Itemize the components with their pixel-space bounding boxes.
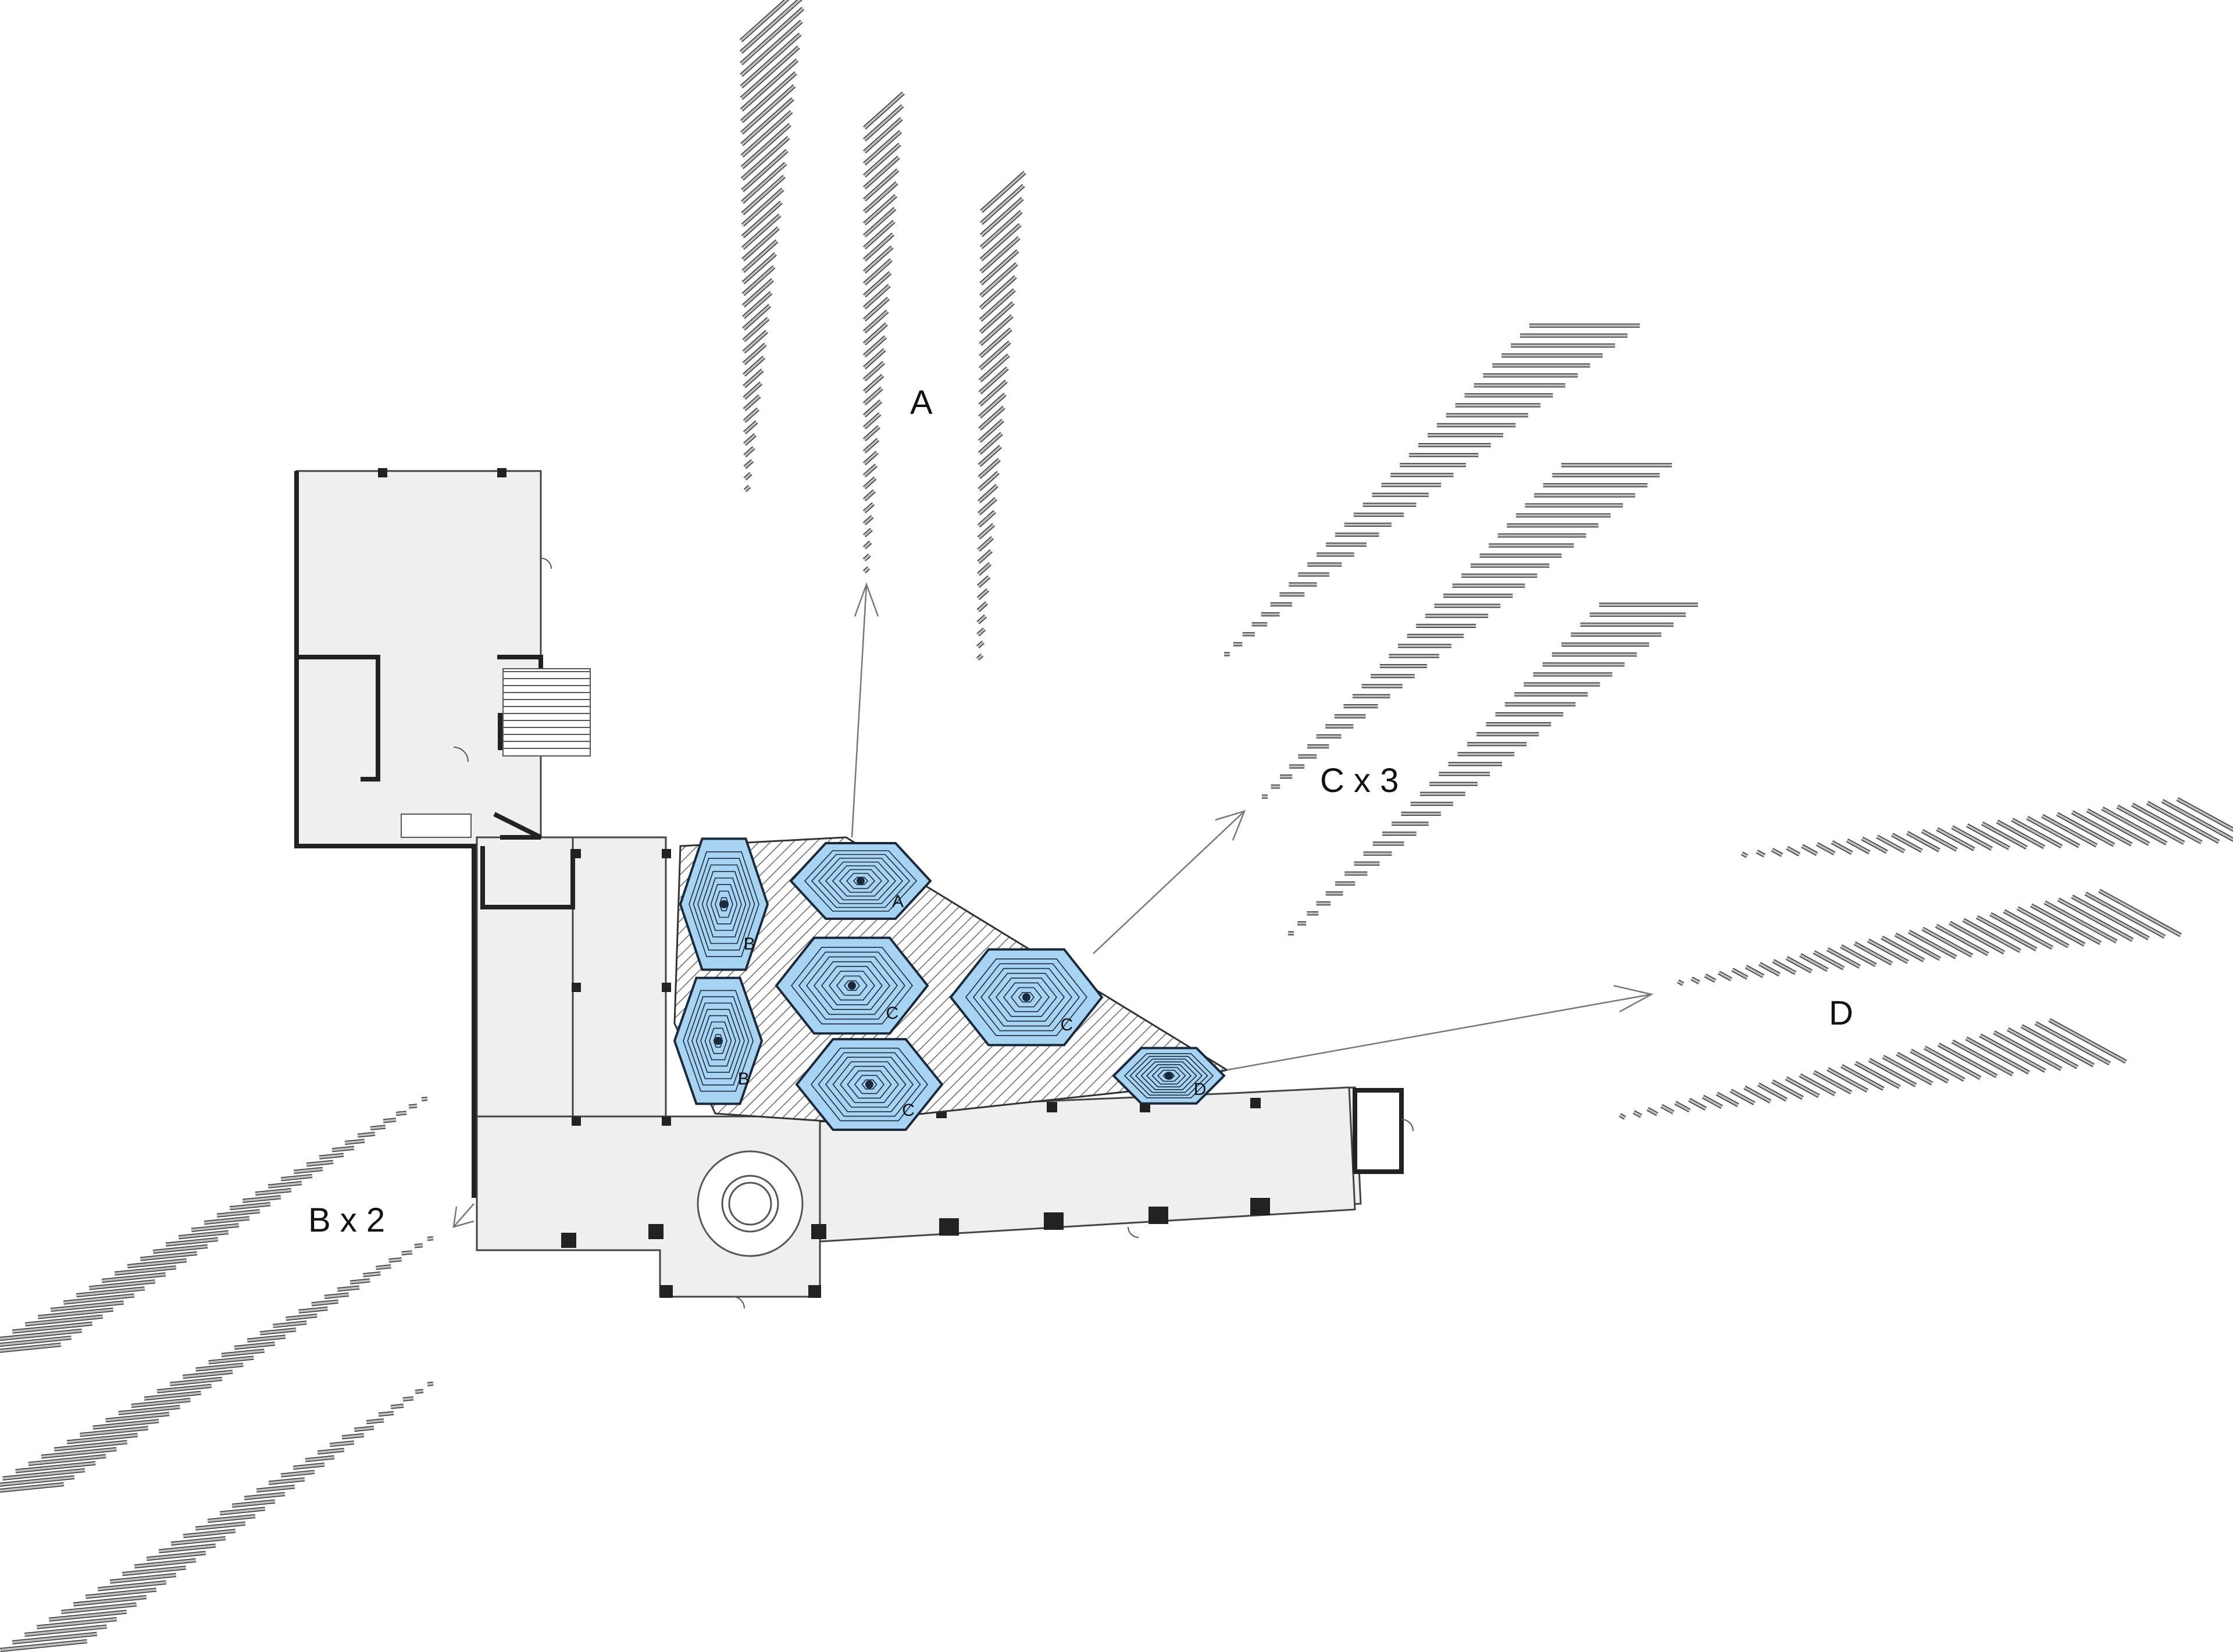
tile-label: C: [902, 1101, 915, 1120]
ceiling-tile: D: [1112, 1047, 1226, 1105]
ceiling-tile: C: [775, 936, 929, 1035]
louver-stack: [0, 1236, 434, 1493]
ceiling-tile: A: [789, 842, 932, 920]
ceiling-tile: C: [949, 948, 1104, 1047]
arrow-icon: [1093, 811, 1245, 954]
tile-label: B: [744, 934, 755, 954]
arrow-icon: [453, 1203, 475, 1228]
louver-stack: [1740, 797, 2233, 858]
louver-stack: [1224, 323, 1640, 656]
louver-stack: [1676, 889, 2182, 986]
tile-label: A: [892, 892, 904, 911]
ceiling-tile: C: [795, 1038, 944, 1131]
ceiling-cluster: A B B C C C D: [673, 836, 1229, 1131]
central-hall: [572, 836, 667, 1129]
staircase-icon: [401, 668, 591, 838]
louver-stack: [1618, 1018, 2127, 1120]
arrow-icon: [851, 584, 868, 838]
floor-plan: [295, 470, 1404, 1298]
label-group-d: D: [1829, 994, 1853, 1032]
tile-label: D: [1194, 1080, 1207, 1099]
tile-label: C: [1061, 1015, 1073, 1034]
louver-stack: [0, 1382, 434, 1652]
ceiling-tile: B: [673, 976, 764, 1105]
explode-arrows: [452, 582, 1654, 1228]
east-tower-room: [1353, 1088, 1404, 1174]
louver-stack: [0, 1097, 428, 1353]
louver-stack: [739, 0, 805, 492]
spiral-stair-icon: [697, 1150, 804, 1257]
columns: [378, 468, 1270, 1298]
tile-label: C: [886, 1004, 899, 1023]
louver-stack: [1262, 463, 1672, 799]
door-swing-icon: [453, 558, 1414, 1309]
label-group-c: C x 3: [1320, 762, 1399, 800]
label-group-a: A: [910, 384, 933, 422]
louver-stack: [862, 91, 905, 573]
ceiling-tile: B: [679, 837, 769, 971]
tile-label: B: [738, 1069, 750, 1089]
louver-stack: [976, 171, 1026, 661]
louver-stack: [1288, 602, 1698, 936]
structural-walls: [294, 471, 1404, 1198]
arrow-icon: [1226, 993, 1652, 1071]
label-group-b: B x 2: [308, 1201, 385, 1239]
